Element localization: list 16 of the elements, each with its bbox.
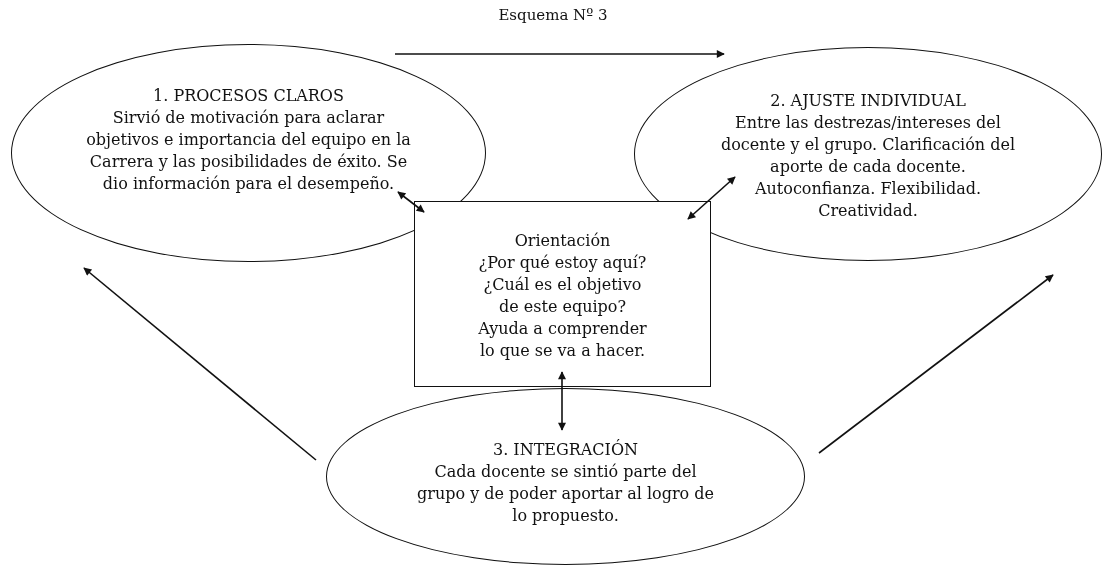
arrow: [397, 191, 425, 213]
diagram-title: Esquema Nº 3: [497, 6, 609, 24]
node-heading: 2. AJUSTE INDIVIDUAL: [770, 90, 966, 112]
node-heading: 3. INTEGRACIÓN: [492, 439, 639, 461]
arrow: [558, 371, 566, 431]
arrow: [394, 50, 725, 58]
node-text: Cada docente se sintió parte del grupo y de poder aportar al logro de lo propuesto.: [416, 461, 715, 527]
node-text: ¿Por qué estoy aquí? ¿Cuál es el objetivo de este equipo? Ayuda a comprender lo que se va a hacer.: [477, 252, 648, 362]
arrow: [83, 267, 317, 461]
node-heading: Orientación: [514, 230, 611, 252]
process-box: [414, 201, 711, 387]
node-text: Sirvió de motivación para aclarar objetivos e importancia del equipo en la Carrera y las posibilidades de éxito. Se dio información para el desempeño.: [85, 107, 412, 195]
arrow: [818, 274, 1054, 454]
node-heading: 1. PROCESOS CLAROS: [153, 85, 344, 107]
arrow: [687, 176, 736, 220]
node-text: Entre las destrezas/intereses del docente y el grupo. Clarificación del aporte de cada docente. Autoconfianza. Flexibilidad. Creatividad.: [719, 112, 1017, 222]
